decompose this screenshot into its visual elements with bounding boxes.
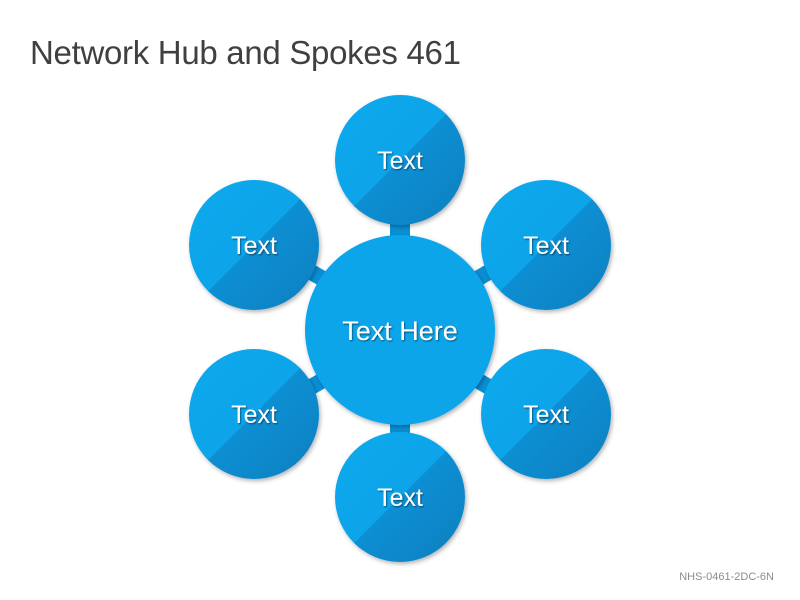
spoke-node-upper-left: Text xyxy=(189,180,319,310)
hub-label: Text Here xyxy=(342,316,458,346)
spoke-node-bottom: Text xyxy=(335,432,465,562)
spoke-label-lower-left: Text xyxy=(231,401,277,429)
spoke-label-bottom: Text xyxy=(377,484,423,512)
slide-title: Network Hub and Spokes 461 xyxy=(30,34,461,71)
slide-code: NHS-0461-2DC-6N xyxy=(679,571,774,583)
spoke-label-upper-right: Text xyxy=(523,232,569,260)
spoke-node-lower-left: Text xyxy=(189,349,319,479)
spoke-node-upper-right: Text xyxy=(481,180,611,310)
spoke-node-top: Text xyxy=(335,95,465,225)
spoke-label-upper-left: Text xyxy=(231,232,277,260)
spoke-node-lower-right: Text xyxy=(481,349,611,479)
spoke-label-lower-right: Text xyxy=(523,401,569,429)
spoke-label-top: Text xyxy=(377,147,423,175)
hub-node: Text Here xyxy=(305,235,495,425)
